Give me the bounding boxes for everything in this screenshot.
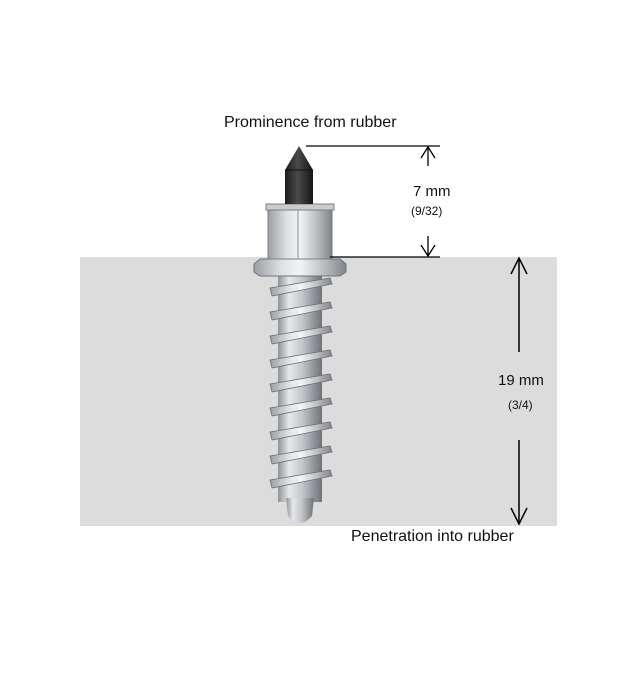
thread-ridge — [269, 349, 333, 369]
thread-ridge — [269, 445, 333, 465]
penetration-fraction: (3/4) — [508, 398, 533, 412]
penetration-title: Penetration into rubber — [351, 528, 514, 545]
thread-ridge — [269, 325, 333, 345]
thread-ridge — [269, 469, 333, 489]
stud-illustration — [253, 146, 347, 523]
thread-ridge — [269, 277, 333, 297]
thread-ridge — [269, 397, 333, 417]
prominence-title: Prominence from rubber — [224, 114, 397, 131]
thread-ridge — [269, 373, 333, 393]
thread-ridge — [269, 421, 333, 441]
prominence-fraction: (9/32) — [411, 204, 443, 218]
penetration-dimension — [510, 256, 528, 526]
thread-ridge — [269, 301, 333, 321]
prominence-value: 7 mm — [413, 183, 451, 200]
penetration-value: 19 mm — [498, 372, 544, 389]
prominence-dimension — [306, 145, 440, 258]
stud-threads — [269, 277, 333, 489]
